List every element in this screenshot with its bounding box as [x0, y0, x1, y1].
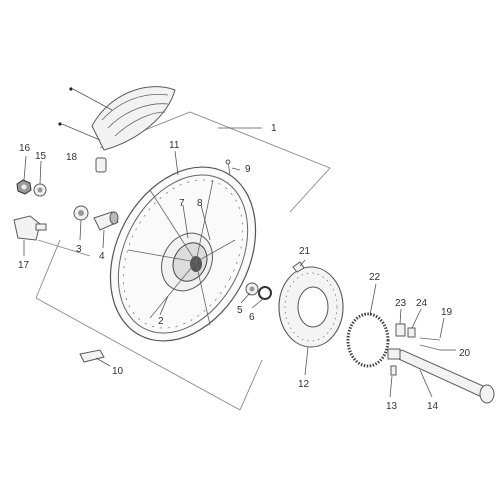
- leader-line: [72, 88, 113, 111]
- callout-24: 24: [416, 298, 428, 309]
- callout-10: 10: [112, 366, 124, 377]
- speed-sensor-part-17: [13, 215, 47, 241]
- callout-21: 21: [299, 246, 311, 257]
- callout-7: 7: [179, 198, 185, 209]
- callout-12: 12: [298, 379, 310, 390]
- bearing-part-3: [73, 205, 89, 221]
- seal-part-6: [258, 286, 272, 300]
- balance-weight-part-10: [79, 349, 105, 363]
- washer-part-15: [33, 183, 47, 197]
- callout-23: 23: [395, 298, 407, 309]
- clamp-part-23-24: [395, 323, 416, 338]
- nut-part-16: [16, 179, 32, 195]
- callout-16: 16: [19, 143, 31, 154]
- callout-9: 9: [245, 164, 251, 175]
- wheel-rim-part: [109, 166, 257, 342]
- callout-18: 18: [66, 152, 78, 163]
- axle-part-14: [387, 348, 495, 404]
- callout-20: 20: [459, 348, 471, 359]
- callout-4: 4: [99, 251, 105, 262]
- spacer-part-4: [93, 211, 119, 231]
- leader-lines: [23, 127, 456, 398]
- callout-13: 13: [386, 401, 398, 412]
- callout-2: 2: [158, 316, 164, 327]
- callout-8: 8: [197, 198, 203, 209]
- inner-tube-valve: [95, 157, 107, 173]
- callout-1: 1: [271, 123, 277, 134]
- callout-5: 5: [237, 305, 243, 316]
- callout-19: 19: [441, 307, 453, 318]
- callout-6: 6: [249, 312, 255, 323]
- callout-11: 11: [169, 140, 180, 151]
- valve-part-9: [225, 159, 231, 177]
- leader-line: [61, 123, 101, 141]
- tone-ring-part-22: [346, 312, 390, 368]
- marker-dot: [58, 122, 62, 126]
- marker-dot: [69, 87, 73, 91]
- bolt-part-13: [390, 365, 397, 376]
- callout-3: 3: [76, 244, 82, 255]
- callout-17: 17: [18, 260, 30, 271]
- tyre-part: [91, 86, 176, 151]
- screw-part-19-20: [419, 337, 441, 351]
- brake-disc-part-12: [278, 266, 344, 348]
- callout-22: 22: [369, 272, 381, 283]
- callout-labels: 1 2 3 4 5 6 7 8 9 10 11 12 13 14 15 16 1…: [18, 123, 471, 412]
- bearing-part-5: [245, 282, 259, 296]
- callout-14: 14: [427, 401, 439, 412]
- callout-15: 15: [35, 151, 47, 162]
